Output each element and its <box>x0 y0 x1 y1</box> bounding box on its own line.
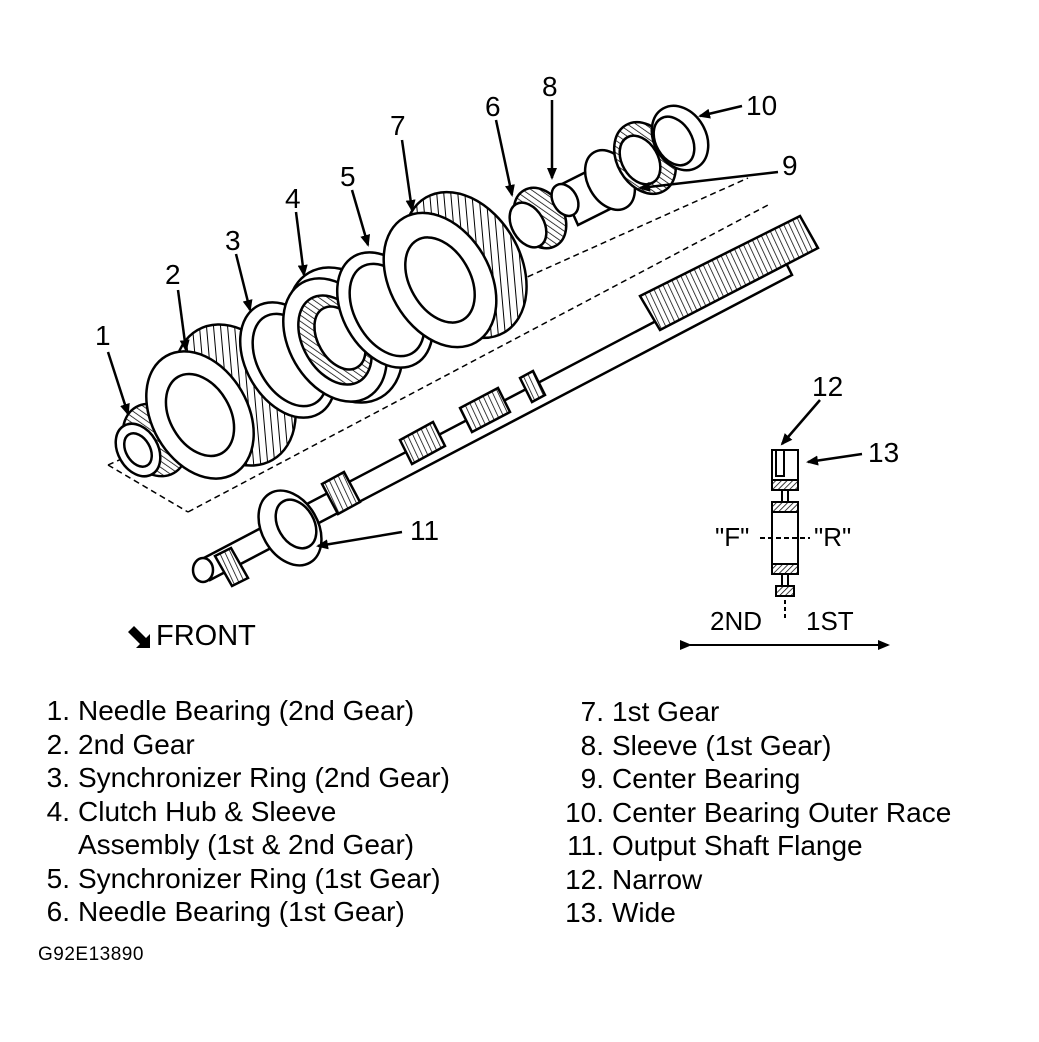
legend-text: Narrow <box>612 863 703 895</box>
second-gear <box>145 323 297 480</box>
legend-item: 8.Sleeve (1st Gear) <box>552 729 951 763</box>
legend-item: 2.2nd Gear <box>36 728 450 762</box>
legend-number: 5. <box>46 862 70 894</box>
first-gear <box>382 190 528 349</box>
output-shaft <box>191 214 820 588</box>
callout-1: 1 <box>95 320 111 351</box>
sleeve-orientation-detail <box>680 449 890 650</box>
needle-bearing-1st-gear <box>508 186 568 250</box>
legend-item: 7. 1st Gear <box>552 695 951 729</box>
legend-item: 13. Wide <box>552 896 951 930</box>
legend-number: 3. <box>46 762 70 793</box>
legend-item: 6. Needle Bearing (1st Gear) <box>36 895 450 929</box>
exploded-view-diagram: 1 2 3 4 5 6 7 8 9 10 11 12 13 "F" "R" 2N… <box>95 71 899 650</box>
legend-right: 7. 1st Gear 8.Sleeve (1st Gear) 9. Center … <box>552 695 951 930</box>
legend-number: 13. <box>565 897 604 928</box>
callout-11: 11 <box>410 515 439 546</box>
label-r: "R" <box>814 522 851 552</box>
callout-5: 5 <box>340 161 356 192</box>
legend-text: Center Bearing <box>612 763 801 794</box>
center-bearing-outer-race <box>650 104 710 172</box>
legend-number: 2. <box>46 728 70 760</box>
legend-text: Center Bearing Outer Race <box>612 796 952 828</box>
callout-6: 6 <box>485 91 501 122</box>
legend-text: Sleeve (1st Gear) <box>612 729 832 761</box>
legend-number: 12. <box>565 863 604 895</box>
legend-number: 7. <box>580 696 604 727</box>
legend-text: Synchronizer Ring (1st Gear) <box>78 862 441 894</box>
callout-9: 9 <box>782 150 798 181</box>
legend-text: Wide <box>612 897 676 928</box>
legend-item: 4.Clutch Hub & Sleeve <box>36 795 450 829</box>
legend-item: 3. Synchronizer Ring (2nd Gear) <box>36 761 450 795</box>
legend-text: Synchronizer Ring (2nd Gear) <box>78 762 450 793</box>
legend-text: Output Shaft Flange <box>612 830 863 861</box>
callout-7: 7 <box>390 110 406 141</box>
legend-item: 5.Synchronizer Ring (1st Gear) <box>36 862 450 896</box>
legend-text: Needle Bearing (2nd Gear) <box>78 695 415 726</box>
legend-text: 1st Gear <box>612 696 720 727</box>
legend-item: 9. Center Bearing <box>552 762 951 796</box>
legend-number: 1. <box>46 695 70 726</box>
legend-number: 11. <box>567 830 604 861</box>
legend-number: 9. <box>580 763 604 794</box>
legend-item: 12.Narrow <box>552 863 951 897</box>
callout-13: 13 <box>868 437 899 468</box>
figure-code: G92E13890 <box>38 944 144 965</box>
legend-number: 4. <box>46 795 70 827</box>
legend-text: 2nd Gear <box>78 728 195 760</box>
callout-3: 3 <box>225 225 241 256</box>
callout-8: 8 <box>542 71 558 102</box>
label-f: "F" <box>715 522 749 552</box>
legend-item: 10.Center Bearing Outer Race <box>552 796 951 830</box>
output-shaft-flange <box>257 489 323 567</box>
legend-text-continued: Assembly (1st & 2nd Gear) <box>78 829 415 860</box>
legend-number: 8. <box>580 729 604 761</box>
legend-item: 11. Output Shaft Flange <box>552 829 951 863</box>
label-1st: 1ST <box>806 606 854 636</box>
label-2nd: 2ND <box>710 606 762 636</box>
legend-item: 1. Needle Bearing (2nd Gear) <box>36 694 450 728</box>
legend-text: Needle Bearing (1st Gear) <box>78 896 405 927</box>
legend-number: 10. <box>565 796 604 828</box>
legend-left: 1. Needle Bearing (2nd Gear) 2.2nd Gear 3… <box>36 694 450 929</box>
legend-text: Clutch Hub & Sleeve <box>78 795 337 827</box>
callout-4: 4 <box>285 183 301 214</box>
front-arrow-icon <box>128 625 150 648</box>
front-label: FRONT <box>156 620 256 652</box>
leader-arrows <box>106 100 863 550</box>
legend-number: 6. <box>46 896 70 927</box>
callout-12: 12 <box>812 371 843 402</box>
callout-10: 10 <box>746 90 777 121</box>
front-indicator: FRONT <box>128 620 256 653</box>
callout-2: 2 <box>165 259 181 290</box>
